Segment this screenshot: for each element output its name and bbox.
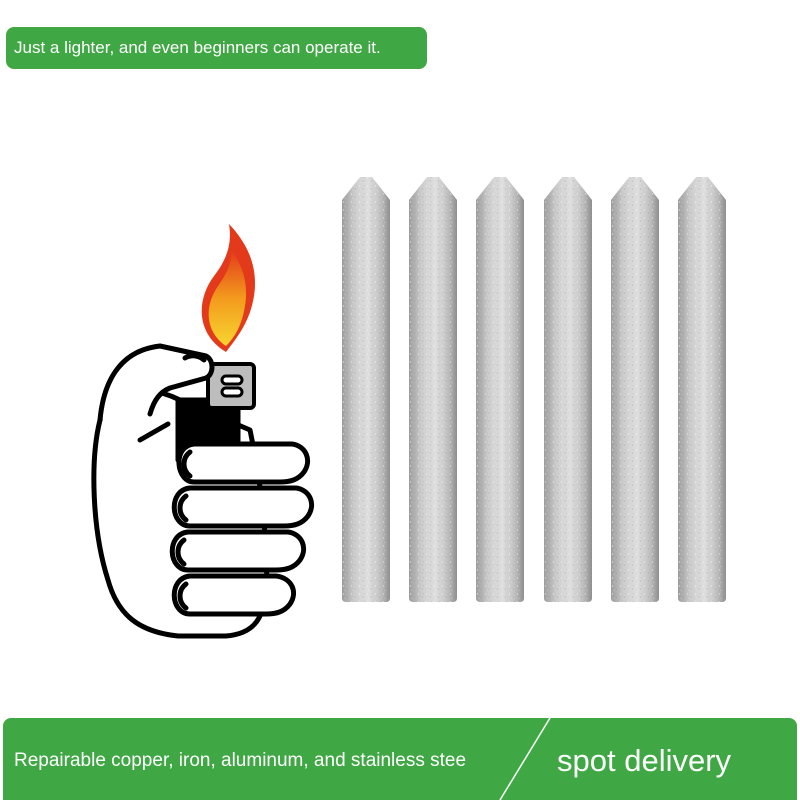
- materials-text: Repairable copper, iron, aluminum, and s…: [14, 750, 467, 771]
- welding-rod-icon: [678, 177, 726, 602]
- welding-rod-icon: [409, 177, 457, 602]
- welding-rod-icon: [611, 177, 659, 602]
- welding-rod-icon: [476, 177, 524, 602]
- spot-delivery-text: spot delivery: [557, 743, 732, 778]
- hand-holding-lighter-icon: [91, 343, 314, 639]
- welding-rod-icon: [342, 177, 390, 602]
- bottom-banner: Repairable copper, iron, aluminum, and s…: [3, 718, 797, 800]
- top-banner: Just a lighter, and even beginners can o…: [6, 27, 427, 69]
- welding-rods: [342, 177, 726, 602]
- diagonal-divider: [499, 718, 551, 800]
- welding-rod-icon: [544, 177, 592, 602]
- top-banner-text: Just a lighter, and even beginners can o…: [14, 38, 381, 57]
- product-illustration: [91, 177, 726, 639]
- flame-icon: [201, 224, 255, 352]
